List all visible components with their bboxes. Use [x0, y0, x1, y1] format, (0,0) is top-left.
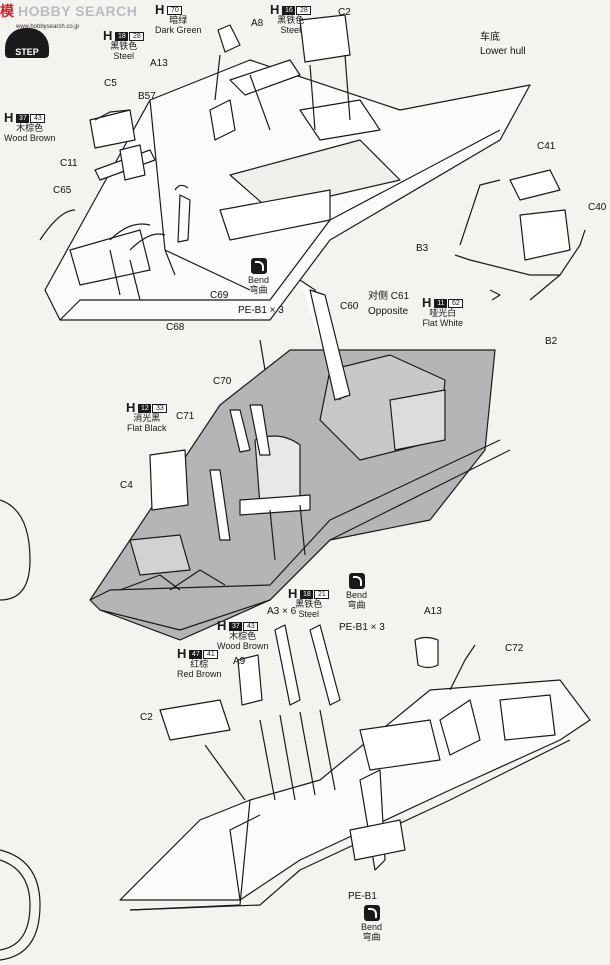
- part-label-pe-b1-bottom: PE-B1: [348, 891, 377, 902]
- part-label-c2-top: C2: [338, 7, 351, 18]
- bend-icon: [250, 258, 267, 274]
- part-label-b3: B3: [416, 243, 429, 254]
- lower-hull-bottom: [119, 624, 591, 911]
- watermark: 模 HOBBY SEARCH www.hobbysearch.co.jp: [0, 0, 180, 30]
- part-label-a13-top: A13: [150, 58, 168, 69]
- part-label-c40: C40: [588, 202, 607, 213]
- part-label-c61: 对侧 C61: [368, 291, 410, 302]
- part-label-c72: C72: [505, 643, 524, 654]
- part-label-c71: C71: [176, 411, 195, 422]
- bend-icon: [348, 573, 365, 589]
- part-label-c2-bottom: C2: [140, 712, 153, 723]
- lower-hull-top: [39, 14, 531, 321]
- lower-hull-label-en: Lower hull: [480, 46, 526, 57]
- part-label-pe-b1-x3-mid: PE-B1 × 3: [339, 622, 385, 633]
- part-label-c70: C70: [213, 376, 232, 387]
- part-label-c69: C69: [210, 290, 229, 301]
- part-label-b57: B57: [138, 91, 156, 102]
- part-label-c68: C68: [166, 322, 185, 333]
- part-label-c41: C41: [537, 141, 556, 152]
- part-label-c4: C4: [120, 480, 133, 491]
- watermark-main: HOBBY SEARCH: [18, 3, 138, 19]
- part-label-pe-b1-x3-top: PE-B1 × 3: [238, 305, 284, 316]
- part-label-opposite: Opposite: [368, 306, 409, 317]
- bend-callout-top: Bend 弯曲: [248, 258, 269, 295]
- part-label-c11: C11: [60, 158, 78, 169]
- part-label-c60: C60: [340, 301, 359, 312]
- part-label-c5: C5: [104, 78, 117, 89]
- lower-hull-label-cn: 车底: [480, 32, 500, 43]
- bend-callout-mid: Bend 弯曲: [346, 573, 367, 610]
- part-label-a8: A8: [251, 18, 264, 29]
- watermark-sub: www.hobbysearch.co.jp: [16, 24, 80, 30]
- lower-hull-middle: [89, 279, 511, 641]
- watermark-cn: 模: [0, 3, 14, 19]
- part-label-c65: C65: [53, 185, 72, 196]
- part-label-a9: A9: [233, 656, 246, 667]
- part-label-b2: B2: [545, 336, 558, 347]
- bend-icon: [363, 905, 380, 921]
- part-label-a3-x6: A3 × 6: [267, 606, 297, 617]
- bend-callout-bottom: Bend 弯曲: [361, 905, 382, 942]
- seat-frame-c40: [454, 169, 586, 301]
- step-badge: STEP: [5, 28, 49, 58]
- part-label-a13-bottom: A13: [424, 606, 442, 617]
